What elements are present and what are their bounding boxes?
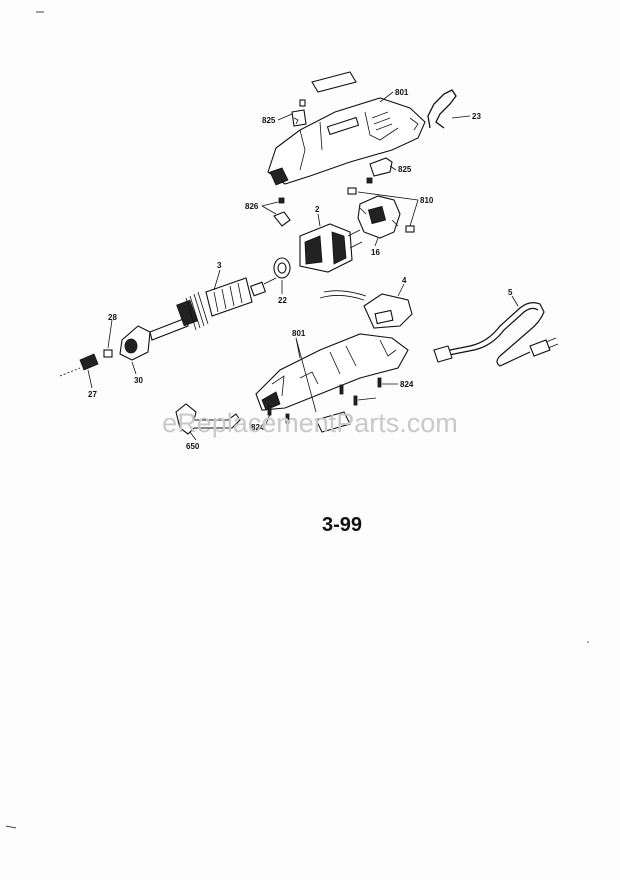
label-28: 28 <box>108 313 117 322</box>
label-30: 30 <box>134 376 143 385</box>
bearing-826 <box>273 197 291 227</box>
cord-set-5 <box>433 302 559 367</box>
label-16: 16 <box>371 248 380 257</box>
label-3: 3 <box>217 261 222 270</box>
label-2: 2 <box>315 205 320 214</box>
label-801-top: 801 <box>395 88 409 97</box>
label-824-right: 824 <box>400 380 414 389</box>
brush-810-a <box>347 187 357 195</box>
label-650: 650 <box>186 442 200 451</box>
label-810: 810 <box>420 196 434 205</box>
label-23: 23 <box>472 112 481 121</box>
brush-810-b <box>405 225 415 233</box>
label-825-right: 825 <box>398 165 412 174</box>
switch-parts-825-top <box>291 99 307 127</box>
part-labels: 801 23 825 825 826 810 2 16 3 22 4 5 28 … <box>88 88 513 451</box>
label-824-left: 824 <box>251 423 265 432</box>
watermark: eReplacementParts.com <box>162 408 458 438</box>
leader-lines <box>87 91 519 441</box>
armature-3 <box>149 277 277 341</box>
label-plate <box>311 71 357 93</box>
label-4: 4 <box>402 276 407 285</box>
clip-23 <box>427 89 457 129</box>
label-825-top: 825 <box>262 116 276 125</box>
label-5: 5 <box>508 288 513 297</box>
housing-bottom-801 <box>255 333 409 411</box>
switch-assembly-4 <box>319 290 413 329</box>
label-801-bottom: 801 <box>292 329 306 338</box>
field-coil-2 <box>299 223 363 273</box>
wrench-650 <box>175 403 241 435</box>
label-27: 27 <box>88 390 97 399</box>
collet-28 <box>103 349 113 358</box>
housing-top-801 <box>267 97 426 186</box>
label-826: 826 <box>245 202 259 211</box>
nut-30 <box>119 325 151 361</box>
page-number: 3-99 <box>322 514 363 536</box>
collet-nut-27 <box>79 353 99 371</box>
brush-holder-16 <box>357 195 401 239</box>
label-22: 22 <box>278 296 287 305</box>
bearing-22 <box>273 257 291 279</box>
label-plate-lower <box>315 411 351 433</box>
screws-824 <box>267 377 382 424</box>
switch-825-right <box>366 157 393 184</box>
